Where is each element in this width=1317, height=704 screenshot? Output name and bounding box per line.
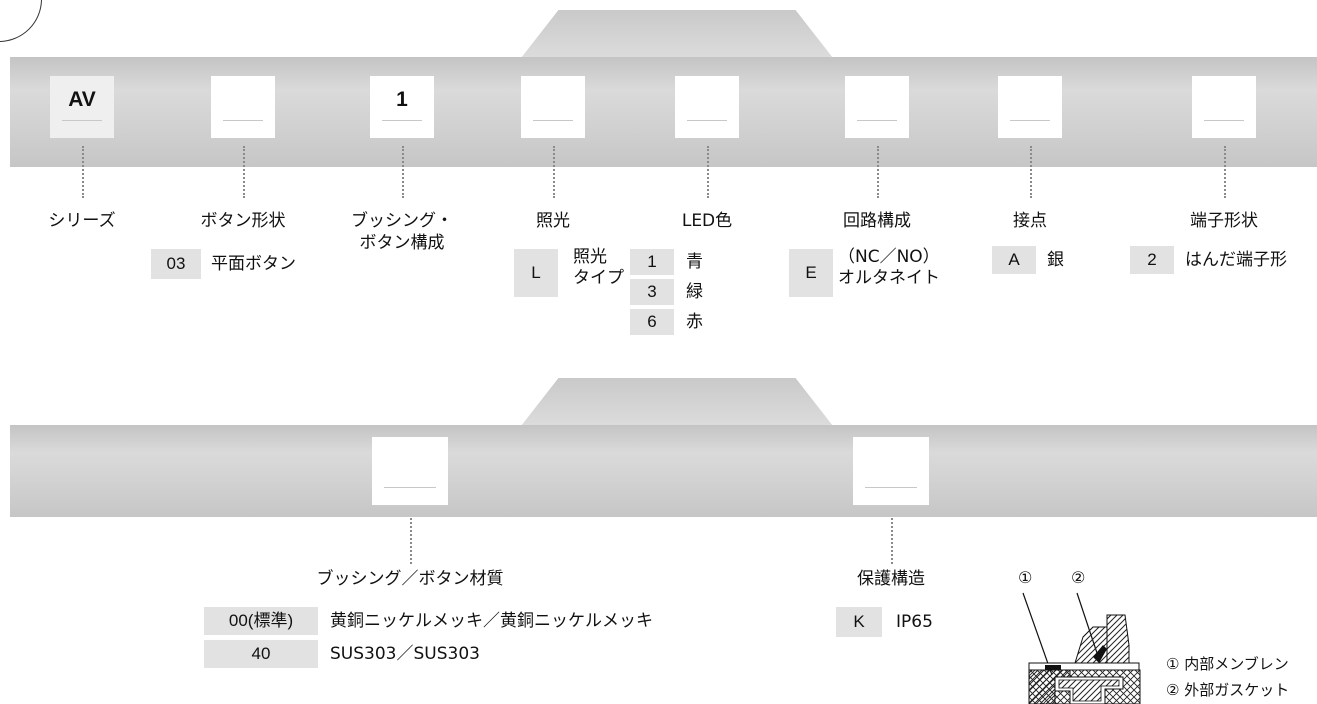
connector-line <box>410 518 412 564</box>
field-box-circuit[interactable] <box>845 76 909 138</box>
option-text-illumination: 照光 タイプ <box>573 247 624 288</box>
connector-line <box>1224 146 1226 198</box>
legend-item-2: ② 外部ガスケット <box>1166 681 1290 699</box>
top-band <box>10 57 1317 167</box>
option-text-terminal: はんだ端子形 <box>1185 250 1287 270</box>
connector-line <box>553 146 555 198</box>
label-series: シリーズ <box>48 211 116 231</box>
section-marker-circle <box>0 0 42 42</box>
option-text-button-shape: 平面ボタン <box>211 254 296 274</box>
field-box-button-shape[interactable] <box>211 76 275 138</box>
label-button-shape: ボタン形状 <box>200 211 286 231</box>
field-box-series[interactable]: AV <box>50 76 114 138</box>
field-value <box>521 89 585 111</box>
connector-line <box>402 146 404 198</box>
connector-line <box>1030 146 1032 198</box>
option-text-led-color: 赤 <box>686 312 703 332</box>
field-box-protection[interactable] <box>853 437 929 505</box>
option-text-material: SUS303／SUS303 <box>330 644 480 664</box>
label-material: ブッシング／ボタン材質 <box>316 569 504 589</box>
option-text-led-color: 緑 <box>686 282 703 302</box>
option-code-contact: A <box>992 246 1036 274</box>
connector-line <box>82 146 84 198</box>
field-box-contact[interactable] <box>998 76 1062 138</box>
option-code-material: 00(標準) <box>204 607 318 635</box>
field-value <box>372 450 448 472</box>
seal-cross-section-figure <box>1022 592 1141 704</box>
option-code-circuit: E <box>789 249 833 297</box>
field-box-material[interactable] <box>372 437 448 505</box>
field-value <box>998 89 1062 111</box>
option-code-button-shape: 03 <box>151 249 201 279</box>
field-value: AV <box>68 88 96 111</box>
label-circuit: 回路構成 <box>843 211 911 231</box>
top-band-tab <box>521 10 833 58</box>
label-bushing-button: ブッシング・ ボタン構成 <box>351 211 453 253</box>
bottom-band-tab <box>521 378 833 426</box>
connector-line <box>891 518 893 564</box>
field-value <box>853 450 929 472</box>
label-contact: 接点 <box>1013 211 1047 231</box>
field-box-bushing[interactable]: 1 <box>370 76 434 138</box>
option-code-protection: K <box>836 607 882 637</box>
field-box-illumination[interactable] <box>521 76 585 138</box>
marker-2: ② <box>1071 568 1086 587</box>
option-text-material: 黄銅ニッケルメッキ／黄銅ニッケルメッキ <box>330 611 653 631</box>
connector-line <box>243 146 245 198</box>
option-code-led-color: 1 <box>630 249 674 275</box>
option-text-protection: IP65 <box>896 612 933 632</box>
connector-line <box>707 146 709 198</box>
option-code-led-color: 3 <box>630 279 674 305</box>
label-protection: 保護構造 <box>857 569 925 589</box>
field-value <box>1192 89 1256 111</box>
marker-1: ① <box>1018 568 1033 587</box>
field-value: 1 <box>396 88 408 111</box>
field-box-led-color[interactable] <box>675 76 739 138</box>
option-code-illumination: L <box>514 249 558 297</box>
field-value <box>675 89 739 111</box>
bottom-band <box>10 425 1317 517</box>
field-value <box>845 89 909 111</box>
option-text-led-color: 青 <box>686 252 703 272</box>
option-code-terminal: 2 <box>1130 246 1174 274</box>
option-code-material: 40 <box>204 640 318 668</box>
legend-item-1: ① 内部メンブレン <box>1166 655 1289 673</box>
field-box-terminal[interactable] <box>1192 76 1256 138</box>
label-led-color: LED色 <box>681 211 733 231</box>
field-value <box>211 89 275 111</box>
option-text-circuit: （NC／NO） オルタネイト <box>838 247 940 288</box>
option-text-contact: 銀 <box>1047 250 1064 270</box>
label-illumination: 照光 <box>536 211 570 231</box>
option-code-led-color: 6 <box>630 309 674 335</box>
connector-line <box>877 146 879 198</box>
label-terminal: 端子形状 <box>1190 211 1258 231</box>
